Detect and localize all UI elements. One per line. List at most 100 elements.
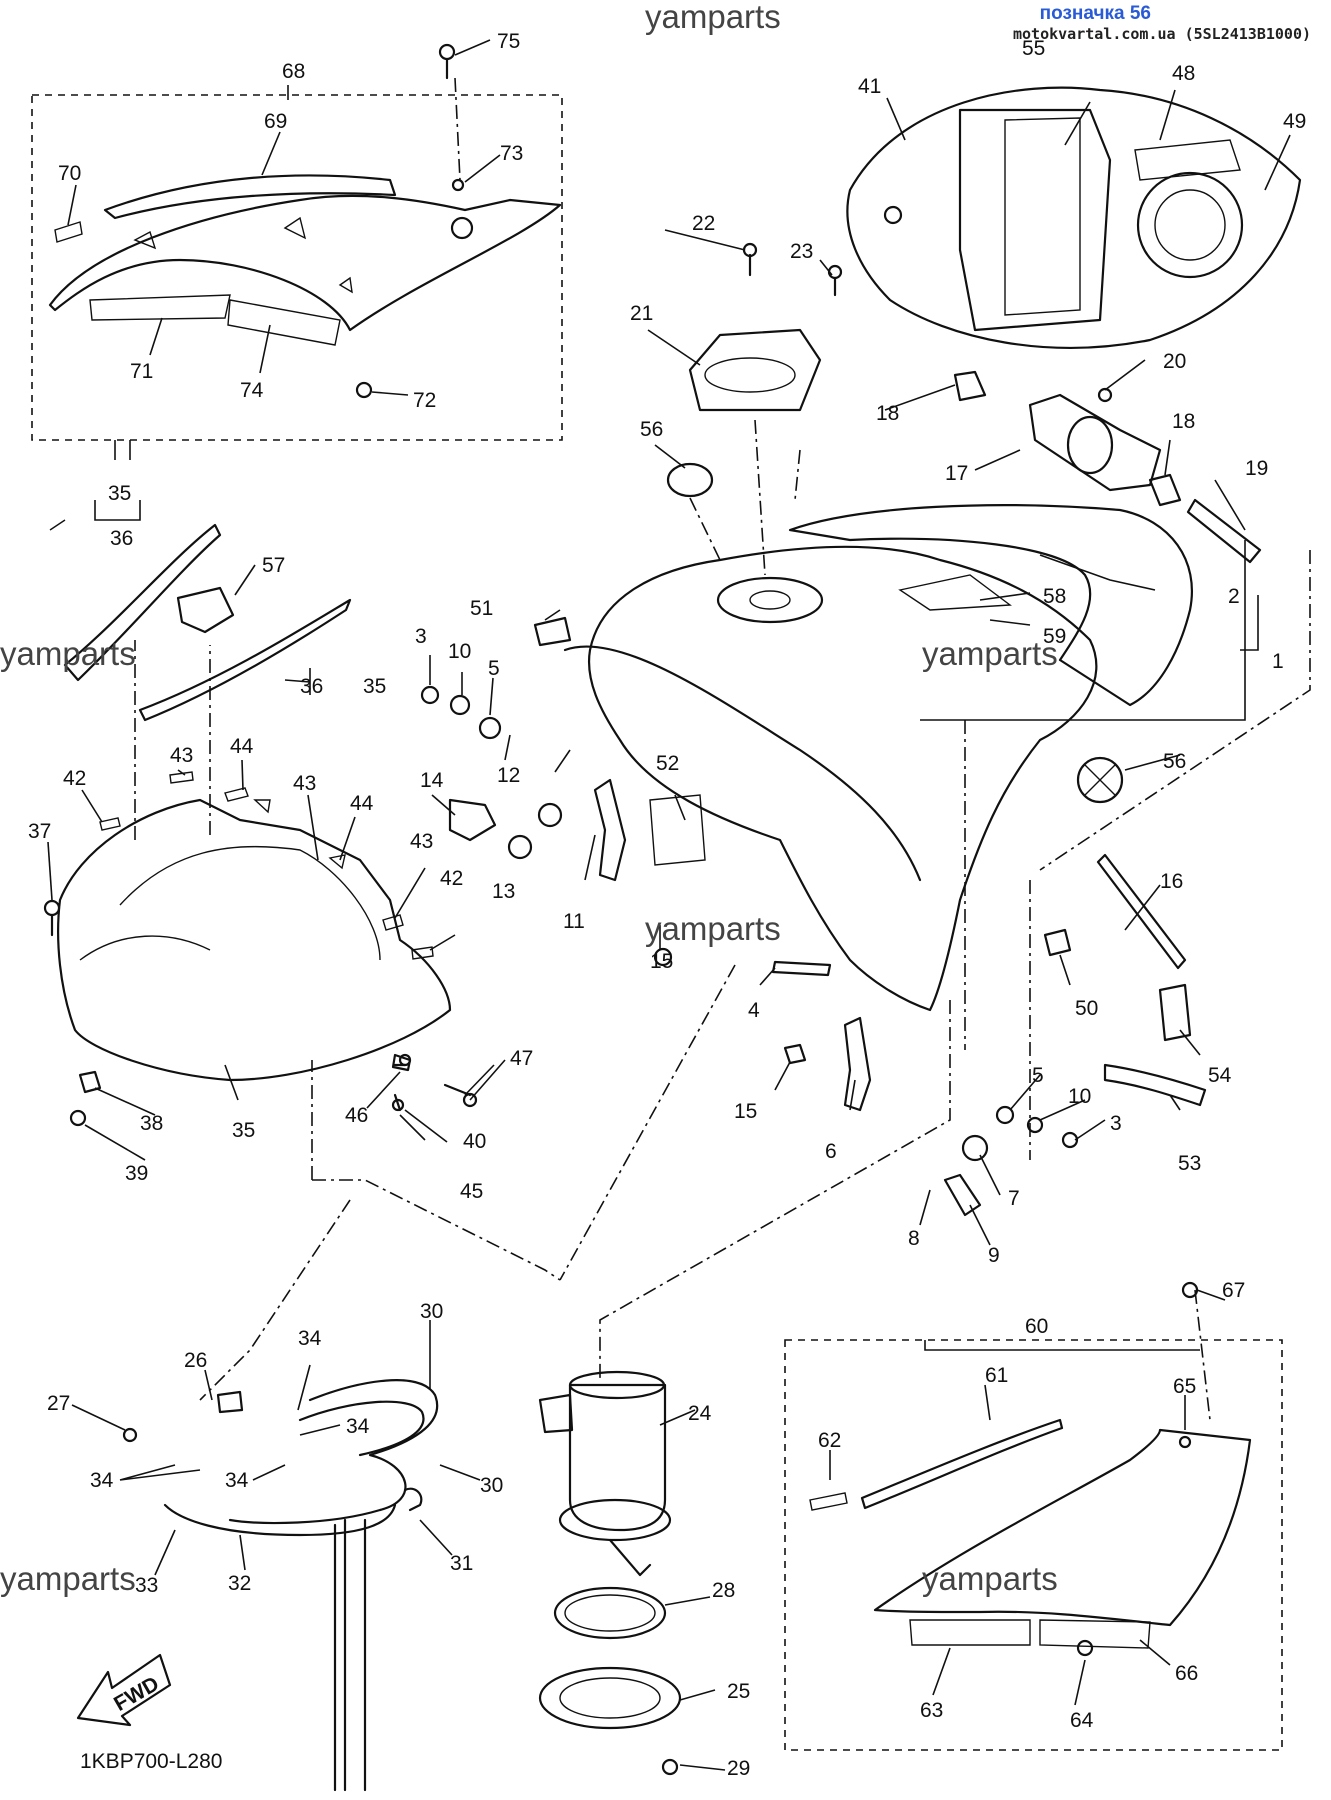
retainer-25 xyxy=(538,1666,682,1730)
callout-65: 65 xyxy=(1173,1375,1196,1398)
callout-72: 72 xyxy=(413,389,436,412)
fuel-tank xyxy=(563,504,1193,1012)
callout-42b: 42 xyxy=(440,867,463,890)
callout-51: 51 xyxy=(470,597,493,620)
callout-17: 17 xyxy=(945,462,968,485)
bolt-29 xyxy=(661,1758,679,1776)
callout-40: 40 xyxy=(463,1130,486,1153)
plug-56-top xyxy=(666,462,714,498)
group-box-68 xyxy=(31,94,563,441)
callout-69: 69 xyxy=(264,110,287,133)
screw-72 xyxy=(355,381,373,399)
callout-68: 68 xyxy=(282,60,305,83)
callout-56b: 56 xyxy=(1163,750,1186,773)
emblem-57 xyxy=(176,586,235,634)
callout-6: 6 xyxy=(825,1140,837,1163)
callout-15a: 15 xyxy=(650,950,673,973)
callout-29: 29 xyxy=(727,1757,750,1780)
callout-39: 39 xyxy=(125,1162,148,1185)
callout-15b: 15 xyxy=(734,1100,757,1123)
callout-30a: 30 xyxy=(420,1300,443,1323)
callout-18a: 18 xyxy=(876,402,899,425)
header-subtitle: motokvartal.com.ua (5SL2413B1000) xyxy=(1012,25,1311,43)
callout-58: 58 xyxy=(1043,585,1066,608)
callout-62: 62 xyxy=(818,1429,841,1452)
callout-60: 60 xyxy=(1025,1315,1048,1338)
bolt-75 xyxy=(438,43,456,80)
callout-70: 70 xyxy=(58,162,81,185)
side-cover-right xyxy=(809,1281,1252,1657)
callout-10a: 10 xyxy=(448,640,471,663)
callout-22: 22 xyxy=(692,212,715,235)
small-parts xyxy=(43,616,1207,1217)
callout-25: 25 xyxy=(727,1680,750,1703)
callout-33: 33 xyxy=(135,1574,158,1597)
callout-73: 73 xyxy=(500,142,523,165)
callout-31: 31 xyxy=(450,1552,473,1575)
watermark-4: yamparts xyxy=(0,1560,136,1597)
callout-19: 19 xyxy=(1245,457,1268,480)
callout-75: 75 xyxy=(497,30,520,53)
callout-38: 38 xyxy=(140,1112,163,1135)
watermark-1: yamparts xyxy=(0,635,136,672)
brand-watermark: yamparts xyxy=(645,0,781,35)
callout-5a: 5 xyxy=(488,657,500,680)
callout-45: 45 xyxy=(460,1180,483,1203)
callout-35b: 35 xyxy=(363,675,386,698)
callout-36b: 36 xyxy=(300,675,323,698)
callout-57: 57 xyxy=(262,554,285,577)
diagram-code: 1KBP700-L280 xyxy=(80,1750,222,1773)
fwd-arrow-icon: FWD xyxy=(76,1653,172,1727)
o-ring-28 xyxy=(553,1586,667,1640)
callout-23: 23 xyxy=(790,240,813,263)
callout-53: 53 xyxy=(1178,1152,1201,1175)
callout-13: 13 xyxy=(492,880,515,903)
tank-inner-panel xyxy=(846,86,1302,349)
callout-44b: 44 xyxy=(350,792,374,815)
callout-61: 61 xyxy=(985,1364,1008,1387)
fuel-pump-bracket xyxy=(953,370,1262,564)
callout-3b: 3 xyxy=(1110,1112,1122,1135)
callout-66: 66 xyxy=(1175,1662,1198,1685)
callout-18b: 18 xyxy=(1172,410,1195,433)
o-ring-28-inner xyxy=(564,1594,656,1632)
callout-1: 1 xyxy=(1272,650,1284,673)
callout-64: 64 xyxy=(1070,1709,1094,1732)
callout-4: 4 xyxy=(748,999,760,1022)
callout-20: 20 xyxy=(1163,350,1186,373)
callout-46: 46 xyxy=(345,1104,368,1127)
watermark-5: yamparts xyxy=(922,1560,1058,1597)
callout-35a: 35 xyxy=(108,482,131,505)
callout-59: 59 xyxy=(1043,625,1066,648)
callout-34b: 34 xyxy=(346,1415,370,1438)
callout-43a: 43 xyxy=(170,744,193,767)
side-cover-left xyxy=(48,174,562,531)
callout-34c: 34 xyxy=(90,1469,114,1492)
watermark-2: yamparts xyxy=(922,635,1058,672)
callout-5b: 5 xyxy=(1032,1064,1044,1087)
callout-52: 52 xyxy=(656,752,679,775)
callout-35c: 35 xyxy=(232,1119,255,1142)
callout-26: 26 xyxy=(184,1349,207,1372)
fuel-cap xyxy=(688,242,843,412)
leader-lines xyxy=(47,39,1291,1771)
callout-36a: 36 xyxy=(110,527,133,550)
callout-54: 54 xyxy=(1208,1064,1232,1087)
front-cover xyxy=(57,798,452,1082)
callout-2: 2 xyxy=(1228,585,1240,608)
callout-labels: 1 2 3 3 4 5 5 6 7 8 9 10 10 11 12 13 14 … xyxy=(28,30,1306,1780)
callout-12: 12 xyxy=(497,764,520,787)
callout-3a: 3 xyxy=(415,625,427,648)
callout-34a: 34 xyxy=(298,1327,322,1350)
callout-43b: 43 xyxy=(293,772,316,795)
callout-48: 48 xyxy=(1172,62,1195,85)
callout-37: 37 xyxy=(28,820,51,843)
callout-30b: 30 xyxy=(480,1474,503,1497)
callout-42a: 42 xyxy=(63,767,86,790)
callout-50: 50 xyxy=(1075,997,1098,1020)
callout-47: 47 xyxy=(510,1047,533,1070)
header-title: позначка 56 xyxy=(1039,3,1151,24)
callout-27: 27 xyxy=(47,1392,70,1415)
callout-63: 63 xyxy=(920,1699,943,1722)
callout-71: 71 xyxy=(130,360,153,383)
